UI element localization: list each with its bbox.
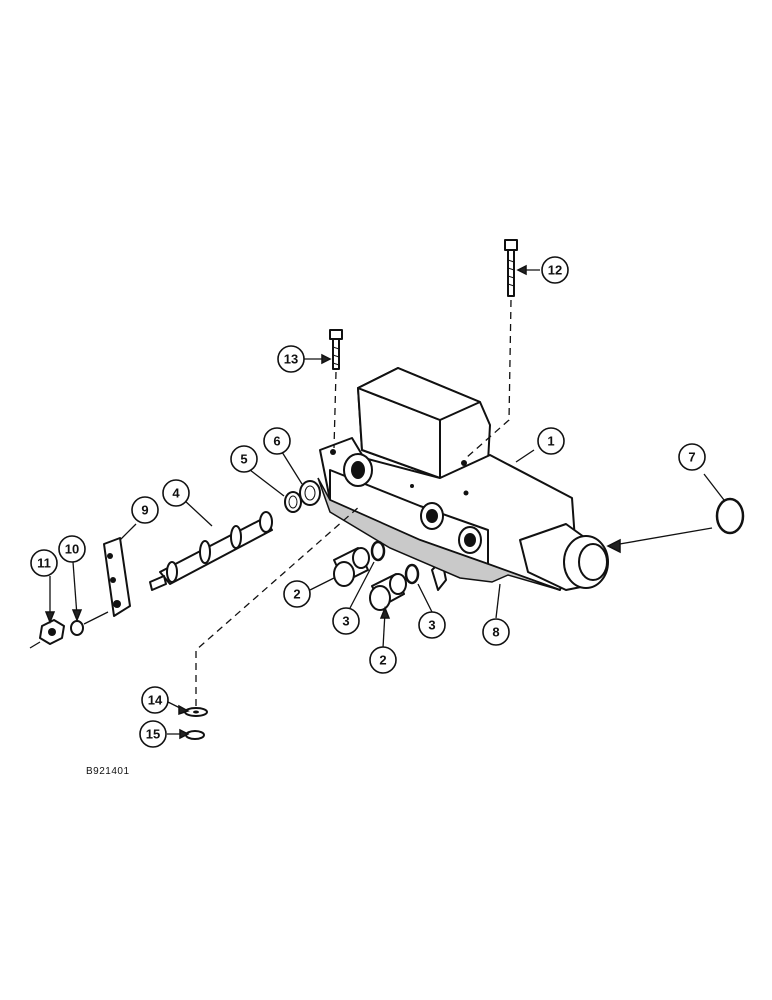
callout-9: 9: [131, 496, 159, 524]
flat-washer: [184, 707, 208, 717]
bolt-short: [329, 329, 343, 370]
svg-text:6: 6: [273, 434, 280, 449]
o-ring-large: [715, 497, 745, 535]
callout-12: 12: [541, 256, 569, 284]
callout-13: 13: [277, 345, 305, 373]
svg-text:2: 2: [293, 587, 300, 602]
svg-text:7: 7: [688, 450, 695, 465]
svg-text:4: 4: [172, 486, 180, 501]
callout-11: 11: [30, 549, 58, 577]
bracket: [103, 537, 131, 617]
gasket: [317, 477, 561, 591]
svg-text:8: 8: [492, 625, 499, 640]
callout-8: 8: [482, 618, 510, 646]
callout-1: 1: [537, 427, 565, 455]
svg-text:11: 11: [37, 556, 51, 571]
callout-2b: 2: [369, 646, 397, 674]
seal-6: [299, 480, 321, 506]
svg-text:5: 5: [240, 452, 247, 467]
drawing-reference-number: B921401: [86, 766, 130, 777]
plug-b: [369, 573, 407, 611]
callout-15: 15: [139, 720, 167, 748]
callout-10: 10: [58, 535, 86, 563]
svg-text:2: 2: [379, 653, 386, 668]
seal-5: [284, 491, 302, 513]
svg-text:15: 15: [146, 727, 160, 742]
callout-4: 4: [162, 479, 190, 507]
svg-text:3: 3: [342, 614, 349, 629]
o-ring-a: [370, 540, 386, 562]
spool: [149, 511, 273, 591]
callout-14: 14: [141, 686, 169, 714]
svg-text:1: 1: [547, 434, 554, 449]
svg-text:12: 12: [548, 263, 562, 278]
svg-text:14: 14: [148, 693, 163, 708]
svg-text:9: 9: [141, 503, 148, 518]
svg-text:13: 13: [284, 352, 298, 367]
snap-ring: [185, 730, 205, 740]
callout-3b: 3: [418, 611, 446, 639]
callout-3a: 3: [332, 607, 360, 635]
o-ring-b: [404, 563, 420, 585]
plug-a: [333, 547, 370, 587]
callout-6: 6: [263, 427, 291, 455]
bolt-long: [504, 239, 518, 297]
svg-text:3: 3: [428, 618, 435, 633]
nut: [39, 619, 65, 645]
callout-7: 7: [678, 443, 706, 471]
lock-washer: [70, 620, 84, 636]
callout-5: 5: [230, 445, 258, 473]
callout-2a: 2: [283, 580, 311, 608]
svg-text:10: 10: [65, 542, 79, 557]
